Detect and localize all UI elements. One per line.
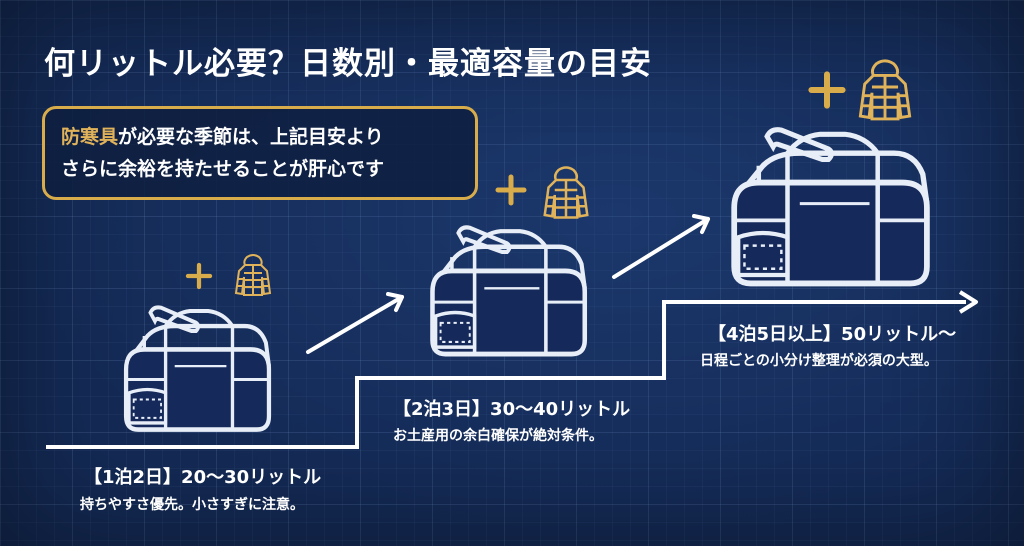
staircase-arrowhead [958,290,978,314]
stage-3-desc: 日程ごとの小分け整理が必須の大型。 [700,353,938,369]
winter-gear-note: 防寒具が必要な季節は、上記目安より さらに余裕を持たせることが肝心です [42,106,478,200]
duffel-bag-icon [734,130,927,284]
arrow-icon [306,292,404,354]
stage-1-desc: 持ちやすさ優先。小さすぎに注意。 [80,497,304,513]
down-jacket-icon [235,254,271,296]
arrow-icon [612,214,710,279]
staircase-line [46,300,966,449]
note-highlight: 防寒具 [61,126,119,148]
stage-2-label: 【2泊3日】30〜40リットル [393,399,631,420]
note-line2: さらに余裕を持たせることが肝心です [61,158,385,180]
note-line1: が必要な季節は、上記目安より [118,126,384,148]
page-title: 何リットル必要？日数別・最適容量の目安 [44,46,652,82]
plus-icon [188,265,210,287]
down-jacket-icon [543,166,589,219]
plus-icon [498,177,524,203]
down-jacket-icon [858,59,912,121]
plus-icon [811,74,842,105]
duffel-bag-icon [432,227,584,354]
stage-1-label: 【1泊2日】20〜30リットル [84,467,322,488]
stage-2-desc: お土産用の余白確保が絶対条件。 [393,428,603,444]
stage-3-label: 【4泊5日以上】50リットル〜 [708,324,957,345]
duffel-bag-icon [126,307,269,429]
